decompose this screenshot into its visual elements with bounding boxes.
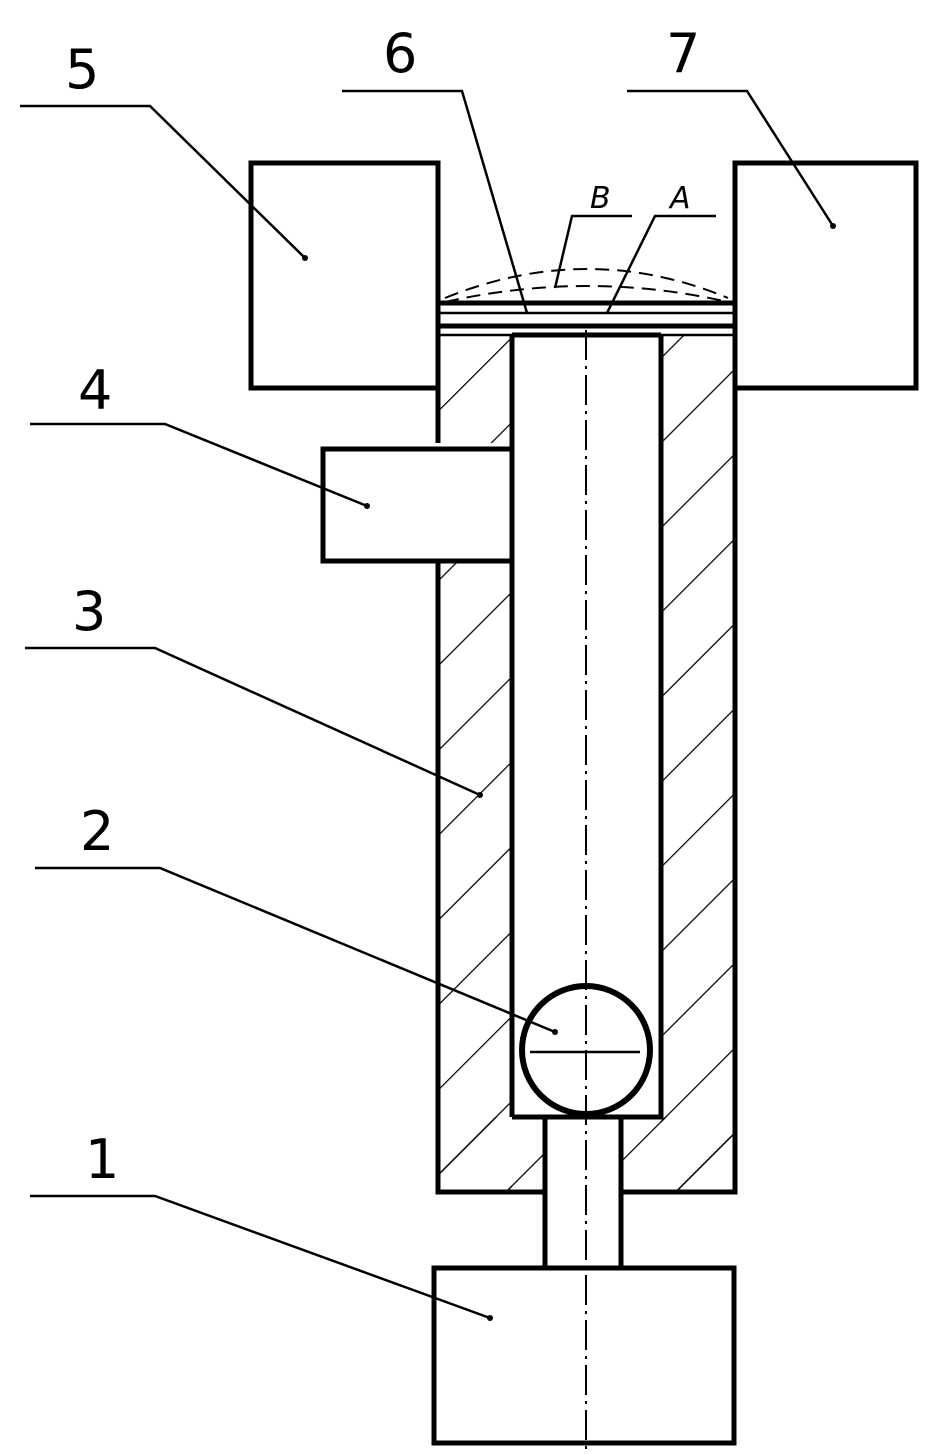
leader-6	[342, 89, 529, 314]
leader-3	[25, 646, 481, 797]
side-port-4	[320, 446, 515, 564]
label-b: B	[590, 181, 611, 216]
label-6: 6	[383, 22, 417, 85]
leader-lines	[20, 89, 835, 1320]
label-5: 5	[65, 38, 99, 101]
stem-channel	[545, 1117, 621, 1197]
housing-left-edge-bottom	[435, 561, 545, 1195]
bore-right-edge	[621, 335, 664, 1120]
deflected-membrane-b	[444, 268, 729, 299]
left-wall-upper-hatch	[438, 335, 512, 443]
leader-5	[20, 104, 306, 259]
base-block-1	[431, 1265, 737, 1446]
top-plate	[435, 268, 738, 337]
leader-a	[605, 214, 716, 314]
left-wall-lower-hatch	[438, 561, 512, 1192]
label-2: 2	[80, 800, 114, 863]
housing-right-edge	[621, 390, 738, 1195]
label-a: A	[668, 181, 691, 216]
label-7: 7	[666, 22, 700, 85]
right-wall-hatch	[661, 335, 735, 1192]
leader-dots	[302, 223, 836, 1321]
leader-7	[627, 89, 835, 227]
deflected-membrane-inner	[444, 285, 729, 303]
label-4: 4	[78, 359, 112, 422]
leader-1	[30, 1194, 491, 1320]
label-3: 3	[72, 580, 106, 643]
block-7	[732, 160, 919, 391]
block-5	[248, 160, 441, 391]
leader-b	[553, 214, 632, 289]
leader-2	[35, 866, 556, 1034]
leader-4	[30, 422, 368, 508]
label-1: 1	[85, 1128, 119, 1191]
